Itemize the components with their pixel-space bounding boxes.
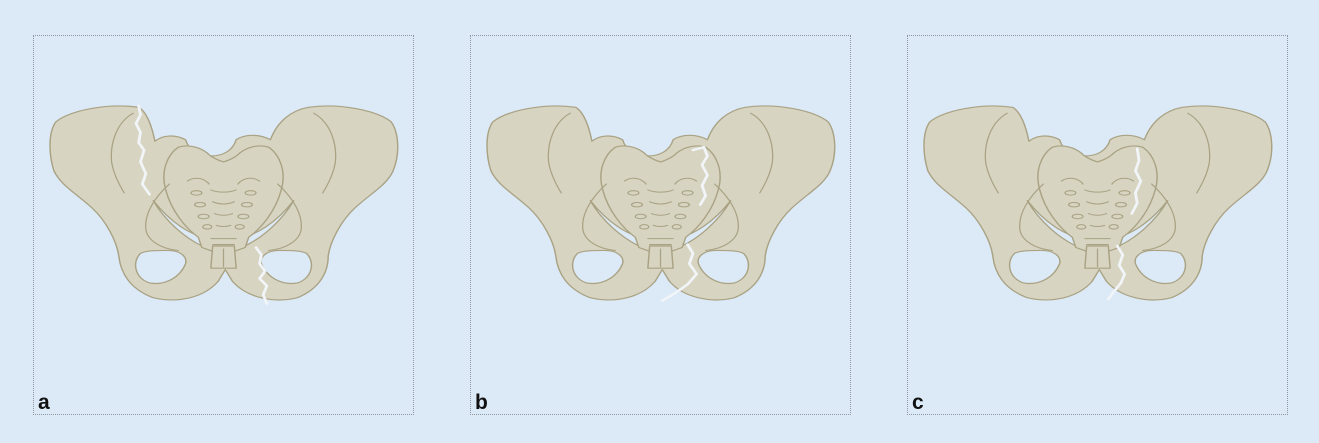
panel-b: b (470, 35, 851, 415)
pelvis-diagram-c (908, 36, 1287, 414)
panel-label: a (38, 392, 50, 413)
panel-label: b (475, 392, 488, 413)
pelvis-diagram-a (34, 36, 413, 414)
panel-a: a (33, 35, 414, 415)
pelvis-diagram-b (471, 36, 850, 414)
pelvis-bone-c (924, 106, 1272, 300)
pelvis-bone-b (487, 106, 835, 300)
pelvis-bone-a (50, 106, 398, 300)
panel-c: c (907, 35, 1288, 415)
panel-label: c (912, 392, 924, 413)
